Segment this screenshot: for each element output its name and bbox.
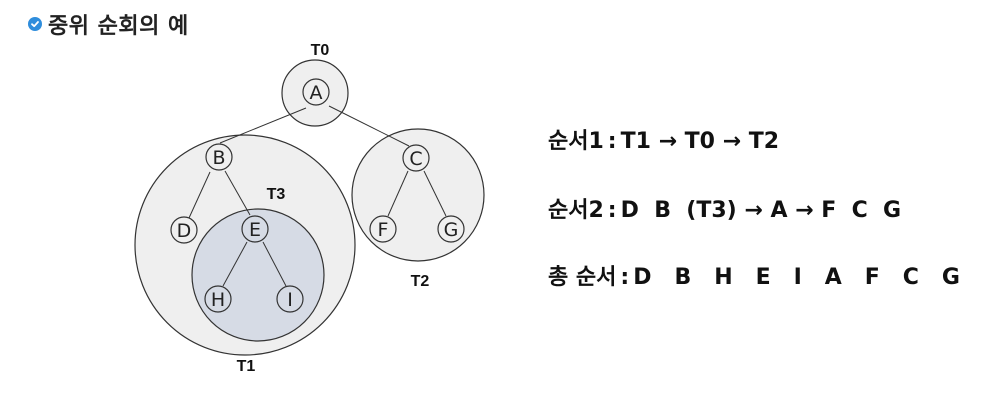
node-a: A: [302, 78, 330, 106]
order-2-label: 순서2: [548, 198, 604, 223]
traversal-order-2: 순서2:D B (T3) → A → F C G: [548, 197, 901, 225]
order-total-separator: :: [620, 265, 630, 290]
node-a-label: A: [310, 82, 323, 104]
node-h-label: H: [211, 289, 225, 311]
subtree-t3-region: [191, 208, 325, 342]
order-1-separator: :: [607, 129, 617, 154]
tree-edges: [188, 105, 447, 287]
edge-e-h: [222, 241, 248, 287]
order-total-label: 총 순서: [548, 265, 617, 290]
check-circle-icon: [28, 17, 42, 31]
edge-c-f: [387, 170, 409, 217]
edge-b-d: [188, 171, 211, 219]
node-i: I: [276, 285, 304, 313]
node-e-label: E: [249, 219, 261, 241]
heading-title: 중위 순회의 예: [48, 14, 189, 39]
edge-a-b: [219, 107, 307, 144]
edge-a-c: [328, 105, 410, 147]
node-e: E: [241, 215, 269, 243]
node-i-label: I: [287, 289, 293, 311]
order-2-separator: :: [607, 198, 617, 223]
order-1-value: T1 → T0 → T2: [620, 129, 780, 154]
heading: 중위 순회의 예: [28, 8, 189, 40]
node-b: B: [205, 143, 233, 171]
subtree-t3-label: T3: [267, 186, 286, 203]
node-f: F: [369, 215, 397, 243]
subtree-t0-label: T0: [311, 42, 330, 59]
traversal-order-1: 순서1:T1 → T0 → T2: [548, 128, 779, 156]
node-d-label: D: [177, 220, 192, 242]
node-c-label: C: [409, 148, 422, 170]
node-g: G: [437, 215, 465, 243]
subtree-t2-label: T2: [411, 273, 430, 290]
order-total-value: D B H E I A F C G: [633, 265, 960, 290]
traversal-order-total: 총 순서:D B H E I A F C G: [548, 264, 960, 292]
subtree-t1-label: T1: [237, 358, 256, 375]
edge-e-i: [262, 241, 287, 287]
node-b-label: B: [212, 147, 225, 169]
node-f-label: F: [378, 219, 389, 241]
edge-c-g: [423, 170, 447, 217]
node-d: D: [170, 216, 198, 244]
order-1-label: 순서1: [548, 129, 604, 154]
node-h: H: [204, 285, 232, 313]
node-g-label: G: [444, 219, 459, 241]
subtree-t0-region: [281, 59, 349, 127]
subtree-t2-region: [351, 128, 485, 262]
edge-b-e: [224, 170, 251, 216]
order-2-value: D B (T3) → A → F C G: [620, 198, 902, 223]
node-c: C: [402, 144, 430, 172]
